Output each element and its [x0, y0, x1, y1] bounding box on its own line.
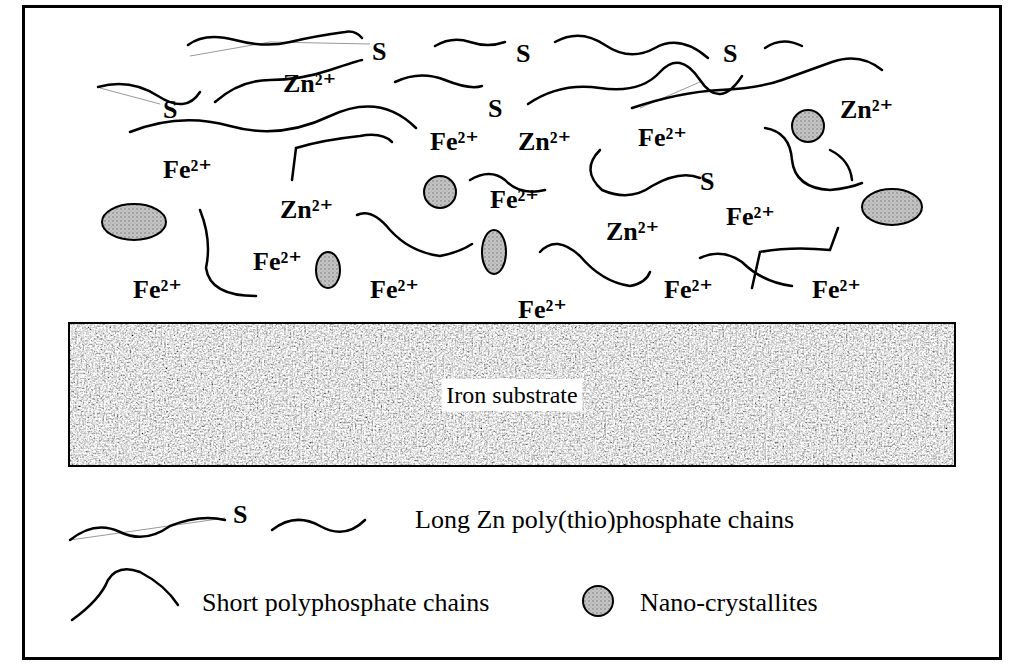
ion-label: Zn²⁺: [606, 219, 659, 245]
ion-label: Fe²⁺: [638, 125, 687, 151]
legend-text: Long Zn poly(thio)phosphate chains: [415, 507, 794, 533]
ion-label: Fe²⁺: [812, 277, 861, 303]
ion-label: Fe²⁺: [163, 157, 212, 183]
short-chain: [700, 254, 792, 286]
legend-chain-backbone: [70, 518, 225, 540]
chain-backbone: [100, 88, 160, 104]
nano-crystallite: [792, 110, 824, 142]
ion-label: Fe²⁺: [430, 129, 479, 155]
ion-label: Zn²⁺: [280, 197, 333, 223]
long-chain: [395, 75, 482, 87]
nano-crystallite: [862, 189, 922, 225]
legend-nano-crystallite: [583, 586, 613, 616]
ion-label: Fe²⁺: [133, 277, 182, 303]
long-chain: [555, 36, 708, 58]
legend-short-chain: [72, 569, 178, 620]
legend-text: Short polyphosphate chains: [202, 590, 489, 616]
long-chain: [98, 84, 200, 104]
substrate-label: Iron substrate: [441, 379, 582, 411]
ion-label: Fe²⁺: [370, 277, 419, 303]
short-chain: [357, 213, 472, 256]
sulfur-label: S: [163, 97, 177, 123]
ion-label: Fe²⁺: [664, 277, 713, 303]
ion-label: Fe²⁺: [726, 204, 775, 230]
legend-text: Nano-crystallites: [640, 590, 818, 616]
long-chain: [528, 63, 742, 104]
ion-label: Zn²⁺: [840, 97, 893, 123]
short-chain: [830, 150, 852, 180]
long-chain: [765, 41, 802, 48]
long-chain: [188, 32, 362, 45]
ion-label: Fe²⁺: [490, 187, 539, 213]
legend-long-chain: [70, 518, 225, 540]
sulfur-label: S: [723, 41, 737, 67]
sulfur-label: S: [372, 39, 386, 65]
substrate-texture: [70, 324, 954, 465]
legend-long-chain: [272, 520, 365, 532]
short-chain: [292, 135, 392, 180]
substrate-band: Iron substrate: [68, 322, 956, 467]
sulfur-label: S: [700, 169, 714, 195]
sulfur-label: S: [488, 96, 502, 122]
ion-label: Zn²⁺: [283, 71, 336, 97]
nano-crystallite: [424, 176, 456, 208]
long-chain: [215, 60, 362, 102]
ion-label: Fe²⁺: [253, 249, 302, 275]
short-chain: [590, 150, 700, 195]
sulfur-label: S: [516, 41, 530, 67]
nano-crystallite: [316, 252, 340, 288]
ion-label: Zn²⁺: [518, 129, 571, 155]
nano-crystallite: [102, 204, 166, 240]
chain-backbone: [640, 82, 700, 108]
sulfur-label: S: [233, 502, 247, 528]
short-chain: [540, 244, 650, 286]
ion-label: Fe²⁺: [518, 297, 567, 323]
short-chain: [200, 210, 256, 296]
nano-crystallite: [482, 230, 506, 274]
long-chain: [435, 40, 505, 46]
